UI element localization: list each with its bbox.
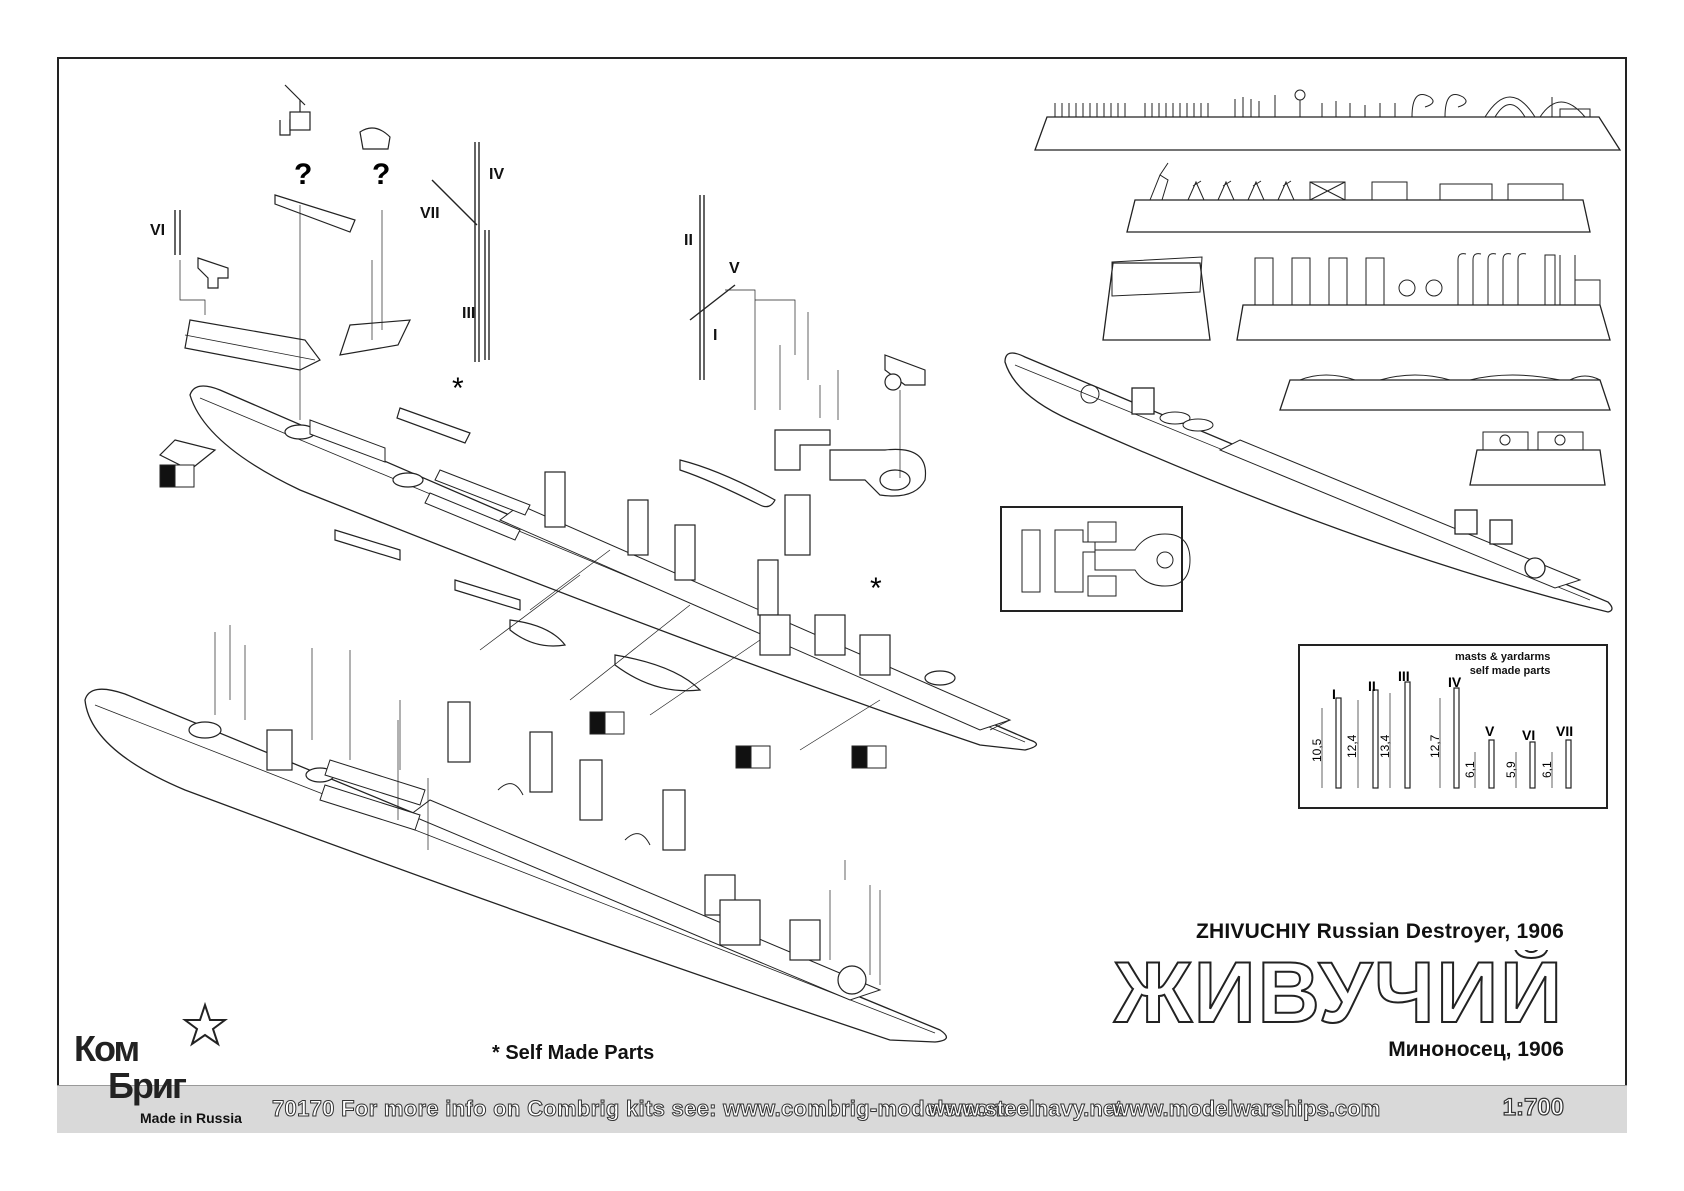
self-made-note: * Self Made Parts (492, 1042, 655, 1064)
mast-label-ii: II (1368, 678, 1376, 694)
label-ii: II (684, 232, 693, 249)
self-made-star-mast: * (870, 572, 882, 605)
mast-label-v: V (1485, 723, 1495, 739)
lifeboats (334, 459, 776, 692)
star-icon (182, 1001, 228, 1047)
mast-table-bars (1321, 681, 1572, 789)
mast-dim-iii: 13,4 (1378, 734, 1392, 758)
scale-label: 1:700 (1502, 1093, 1565, 1121)
label-iii: III (462, 305, 476, 322)
title-russian-text: ЖИВУЧИЙ (1113, 950, 1564, 1030)
parts-tray-4 (1279, 374, 1611, 411)
label-v: V (729, 260, 740, 277)
hull-main (189, 385, 1037, 751)
title-english: ZHIVUCHIY Russian Destroyer, 1906 (1195, 920, 1564, 943)
logo-text-top: Ком (74, 1028, 140, 1069)
mast-dim-vi: 5,9 (1504, 761, 1518, 778)
parts-tray-1 (1034, 89, 1622, 151)
mast-label-vii: VII (1556, 723, 1574, 739)
hull-small-right (1004, 352, 1613, 613)
footer-url-modelwarships[interactable]: www.modelwarships.com (1111, 1096, 1381, 1122)
mast-dim-vii: 6,1 (1540, 761, 1554, 778)
mast-label-iii: III (1398, 668, 1410, 684)
parts-tray-2 (1126, 162, 1591, 233)
mast-label-iv: IV (1448, 674, 1462, 690)
mast-table-title-1: masts & yardarms (1455, 651, 1551, 663)
mast-table-title-2: self made parts (1469, 665, 1551, 677)
parts-tray-3 (1102, 253, 1611, 341)
footer-bar (57, 1085, 1627, 1133)
label-vi: VI (150, 222, 166, 239)
gun-parts (197, 84, 926, 444)
label-vii: VII (420, 205, 440, 222)
masts (174, 142, 736, 380)
pe-fret-box (1000, 506, 1183, 612)
pe-fret (1021, 521, 1191, 597)
instruction-sheet (57, 57, 1627, 1132)
question-mark-1: ? (294, 158, 313, 191)
mast-label-vi: VI (1522, 727, 1536, 743)
mast-label-i: I (1332, 686, 1336, 702)
logo-made-in: Made in Russia (140, 1110, 242, 1126)
parts-tray-5 (1469, 431, 1606, 486)
mast-dim-i: 10,5 (1310, 738, 1324, 762)
self-made-star: * (452, 372, 464, 405)
mast-dim-iv: 12,7 (1428, 734, 1442, 758)
mast-table (1298, 644, 1608, 809)
logo-text-bottom: Бриг (108, 1065, 187, 1106)
question-mark-2: ? (372, 158, 391, 191)
hull-lower (84, 625, 947, 1043)
title-russian-outline: ЖИВУЧИЙ (1112, 950, 1564, 1030)
mast-dim-ii: 12,4 (1345, 734, 1359, 758)
mast-dim-v: 6,1 (1463, 761, 1477, 778)
leader-lines (179, 205, 1011, 751)
combrig-logo (182, 1001, 228, 1047)
fore-platform (158, 319, 321, 471)
direction-markers (159, 464, 887, 769)
bridge-parts (339, 127, 927, 497)
label-iv: IV (489, 166, 505, 183)
footer-kit-info: 70170 For more info on Combrig kits see:… (272, 1096, 1010, 1122)
label-i: I (713, 327, 718, 344)
subtitle-russian: Миноносец, 1906 (1388, 1038, 1564, 1061)
mast-table-title: masts & yardarms self made parts (1455, 650, 1550, 678)
footer-url-steelnavy[interactable]: www.steelnavy.net (927, 1096, 1123, 1122)
